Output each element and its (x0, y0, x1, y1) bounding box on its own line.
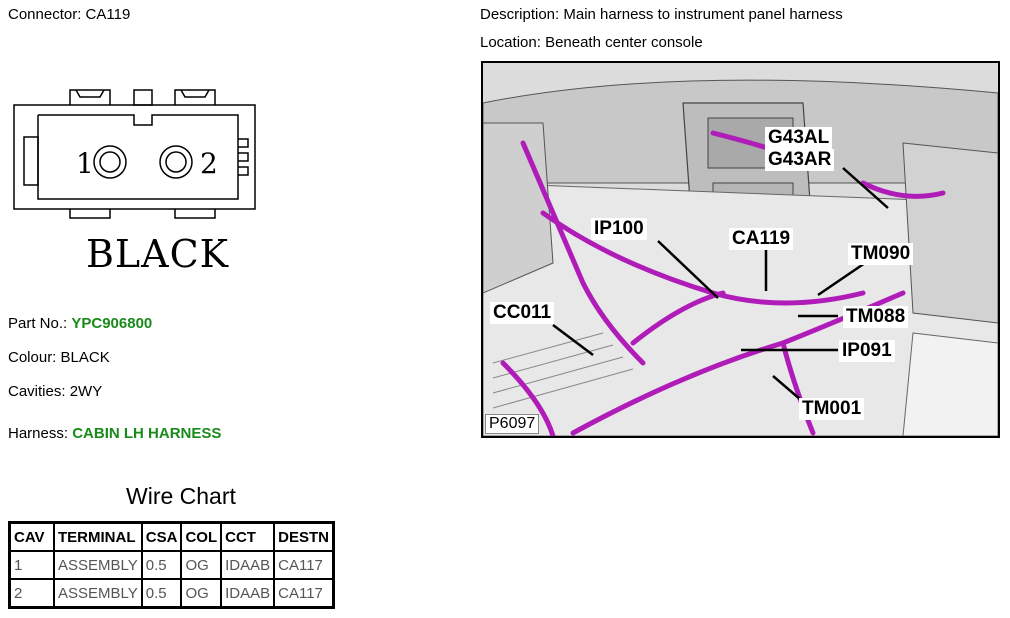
cell-col: OG (180, 578, 223, 609)
cavities-value: 2WY (69, 383, 103, 400)
callout-tm001: TM001 (799, 398, 865, 420)
cell-cct: IDAAB (220, 550, 276, 580)
colour-row: Colour: BLACK (8, 349, 110, 366)
cell-csa: 0.5 (140, 578, 183, 609)
header-cav: CAV (8, 521, 55, 552)
callout-cc011: CC011 (490, 302, 555, 324)
description-row: Description: Main harness to instrument … (480, 6, 843, 23)
cell-cav: 2 (8, 578, 55, 609)
connector-color-label: BLACK (86, 232, 230, 276)
location-photo: G43AL G43AR IP100 CA119 TM090 CC011 TM08… (481, 61, 1000, 438)
harness-link[interactable]: CABIN LH HARNESS (72, 425, 222, 442)
header-csa: CSA (140, 521, 183, 552)
photo-id: P6097 (485, 414, 540, 434)
cell-csa: 0.5 (140, 550, 183, 580)
part-number-link[interactable]: YPC906800 (71, 315, 153, 332)
cell-terminal: ASSEMBLY (53, 550, 143, 580)
cell-destn-link[interactable]: CA117 (273, 578, 335, 609)
header-terminal: TERMINAL (53, 521, 143, 552)
table-row: 2 ASSEMBLY 0.5 OG IDAAB CA117 (8, 578, 335, 609)
table-header-row: CAV TERMINAL CSA COL CCT DESTN (8, 521, 335, 552)
callout-tm088: TM088 (843, 306, 909, 328)
callout-ca119: CA119 (729, 228, 794, 250)
cell-col: OG (180, 550, 223, 580)
pin-1-label: 1 (76, 147, 94, 180)
location-value: Beneath center console (545, 34, 703, 51)
cell-cct: IDAAB (220, 578, 276, 609)
wire-chart-title: Wire Chart (126, 483, 236, 509)
pin-2-label: 2 (200, 147, 218, 180)
cell-terminal: ASSEMBLY (53, 578, 143, 609)
cell-destn-link[interactable]: CA117 (273, 550, 335, 580)
colour-value: BLACK (60, 349, 110, 366)
header-col: COL (180, 521, 223, 552)
wire-chart-table: CAV TERMINAL CSA COL CCT DESTN 1 ASSEMBL… (8, 521, 335, 609)
connector-heading: Connector: CA119 (8, 6, 130, 23)
header-cct: CCT (220, 521, 276, 552)
callout-g43al: G43AL (765, 127, 833, 149)
callout-g43ar: G43AR (765, 149, 835, 171)
table-row: 1 ASSEMBLY 0.5 OG IDAAB CA117 (8, 550, 335, 580)
header-destn: DESTN (273, 521, 335, 552)
callout-ip091: IP091 (839, 340, 895, 362)
description-value: Main harness to instrument panel harness (563, 6, 843, 23)
cavities-row: Cavities: 2WY (8, 383, 103, 400)
part-number-row: Part No.: YPC906800 (8, 315, 153, 332)
location-row: Location: Beneath center console (480, 34, 703, 51)
connector-face-diagram: 1 2 (13, 89, 256, 219)
connector-label: Connector: (8, 6, 82, 23)
connector-value: CA119 (85, 6, 131, 23)
cell-cav: 1 (8, 550, 55, 580)
harness-row: Harness: CABIN LH HARNESS (8, 425, 222, 442)
callout-ip100: IP100 (591, 218, 647, 240)
callout-tm090: TM090 (848, 243, 914, 265)
